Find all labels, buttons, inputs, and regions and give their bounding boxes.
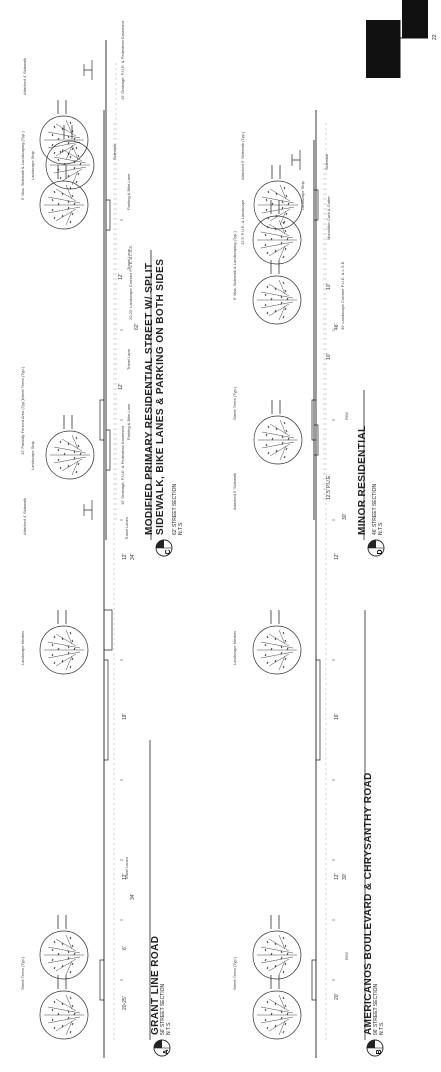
section-c-label-3: 12' Partially Fenced Area (Typ.) bbox=[20, 399, 25, 455]
section-b-label-3: Street Trees (Typ.) bbox=[232, 386, 237, 420]
section-b-letter: B bbox=[376, 1049, 383, 1054]
section-c-lane-4: Parking & Bike Lane bbox=[126, 173, 131, 210]
section-b-dim-1: 20' bbox=[334, 993, 340, 1000]
section-b-dim-6: 30' bbox=[342, 513, 348, 520]
section-d-label-2: 12.5' P.U.E. & Landscape bbox=[240, 199, 245, 245]
section-a-label-1: Street Trees (Typ.) bbox=[20, 956, 25, 990]
section-b-label-5: 30' Landscape Corridor P.U.E. & L.S.E. bbox=[340, 260, 345, 330]
section-c-letter: C bbox=[165, 549, 172, 554]
section-c-dim-1: 12' bbox=[118, 383, 124, 390]
section-b-dim-4: 12' bbox=[334, 553, 340, 560]
title-block-bracket bbox=[366, 0, 428, 78]
section-d-label-4: Attached 5' Sidewalk (Typ.) bbox=[240, 131, 245, 180]
section-a-badge: A bbox=[153, 1039, 171, 1057]
section-c-total: 62' bbox=[134, 323, 140, 330]
section-b-badge: B bbox=[366, 1039, 384, 1057]
section-a-lane-2: Travel Lanes bbox=[124, 517, 129, 540]
section-c-label-2: Landscape Strip bbox=[30, 441, 35, 470]
section-d-profile bbox=[253, 140, 325, 520]
section-a-dim-2: 6' bbox=[122, 946, 128, 950]
section-d-title: MINOR RESIDENTIAL bbox=[357, 425, 368, 535]
section-a-lane-1: Travel Lanes bbox=[124, 857, 129, 880]
section-a-scale: N.T.S. bbox=[166, 1021, 172, 1035]
section-b-label-6: Sidewalk bbox=[324, 153, 329, 170]
section-c-dim-2: 12' bbox=[118, 273, 124, 280]
section-c-label-4: Landscape Strip bbox=[30, 151, 35, 180]
section-c-label-6: 15' Drainage, P.U.E. & Pedestrian Easeme… bbox=[120, 426, 125, 505]
section-c-label-7: 15' Drainage, P.U.E. & Pedestrian Easeme… bbox=[120, 21, 125, 100]
section-c-lane-1: Parking & Bike Lane bbox=[126, 403, 131, 440]
section-b-rw-1: R/W bbox=[344, 952, 349, 960]
section-a-label-3: Street Trees (Typ.) bbox=[20, 366, 25, 400]
section-d-scale: N.T.S. bbox=[378, 521, 384, 535]
section-a-dim-7: 34' bbox=[130, 553, 136, 560]
section-b-label-1: Street Trees (Typ.) bbox=[232, 956, 237, 990]
section-d-letter: D bbox=[377, 549, 384, 554]
section-d-dim-2: 10' bbox=[326, 353, 332, 360]
section-a-dim-6: 34' bbox=[130, 893, 136, 900]
section-b-rw-2: R/W bbox=[344, 412, 349, 420]
section-a-letter: A bbox=[163, 1049, 170, 1054]
section-d-label-1: Attached 5' Sidewalk bbox=[232, 472, 237, 510]
section-d-label-3: Landscape Strip bbox=[300, 181, 305, 210]
section-d-total: 46' bbox=[334, 323, 340, 330]
section-b-dim-2: 12' bbox=[334, 873, 340, 880]
section-c-badge: C bbox=[155, 539, 173, 557]
section-c-title: MODIFIED PRIMARY RESIDENTIAL STREET W/ S… bbox=[144, 258, 166, 535]
section-c-lane-3: Travel Lane bbox=[126, 249, 131, 270]
section-b-label-4: 6' Max. Sidewalk & Landscaping (Typ.) bbox=[232, 231, 237, 300]
section-a-dim-4: 18' bbox=[122, 713, 128, 720]
section-b-profile bbox=[252, 110, 335, 1058]
section-a-label-2: Landscape Median bbox=[20, 631, 25, 665]
section-c-profile bbox=[45, 40, 117, 540]
section-c-label-1: Attached 4' Sidewalk bbox=[22, 497, 27, 535]
section-d-dim-3: 10' bbox=[326, 283, 332, 290]
section-a-dim-1: 20-25' bbox=[122, 996, 128, 1010]
sheet-number: 22 bbox=[432, 34, 438, 40]
section-a-label-4: 6' Max. Sidewalk & Landscaping (Typ.) bbox=[20, 131, 25, 200]
section-b-dim-3: 16' bbox=[334, 713, 340, 720]
section-d-label-5: Monolithic Curb & Gutter bbox=[326, 196, 331, 240]
section-a-profile bbox=[39, 99, 123, 1058]
section-a-dim-5: 12' bbox=[122, 553, 128, 560]
section-d-badge: D bbox=[367, 539, 385, 557]
section-d-dim-1: 12.5' P.U.E. bbox=[326, 474, 332, 500]
section-c-lane-2: Travel Lane bbox=[126, 349, 131, 370]
section-a-label-6: Sidewalk bbox=[112, 143, 117, 160]
section-b-scale: N.T.S. bbox=[379, 1021, 385, 1035]
section-b-label-2: Landscape Median bbox=[232, 631, 237, 665]
section-c-label-5: Attached 4' Sidewalk bbox=[22, 57, 27, 95]
section-c-scale: N.T.S. bbox=[178, 521, 184, 535]
section-b-dim-5: 30' bbox=[342, 873, 348, 880]
